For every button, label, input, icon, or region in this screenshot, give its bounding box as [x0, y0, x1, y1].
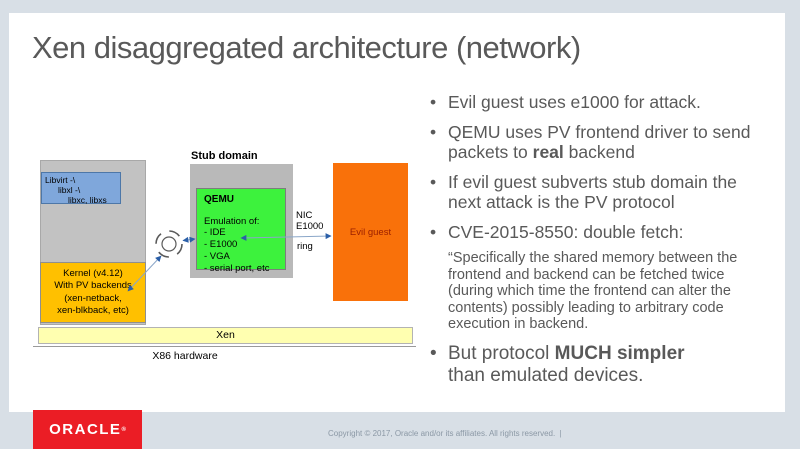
kernel-line: xen-blkback, etc) [57, 305, 129, 317]
xen-label: Xen [216, 329, 235, 341]
kernel-line: (xen-netback, [64, 292, 122, 304]
bullet-dot: • [430, 122, 437, 142]
libvirt-line: Libvirt -\ [45, 175, 76, 185]
bullet-dot: • [430, 342, 437, 364]
qemu-line: - E1000 [204, 239, 238, 251]
copyright-text: Copyright © 2017, Oracle and/or its affi… [328, 429, 562, 438]
qemu-box: QEMU Emulation of: - IDE - E1000 - VGA -… [196, 188, 286, 274]
libxc-line: libxc, libxs [68, 195, 107, 206]
qemu-line: - VGA [204, 251, 230, 263]
registered-mark: ® [121, 426, 126, 433]
cve-quote-paragraph: “Specifically the shared memory between … [448, 250, 738, 332]
nic-e1000-label: NIC E1000 [296, 210, 324, 232]
hardware-divider-line [33, 346, 416, 347]
oracle-logo: ORACLE® [33, 410, 142, 449]
kernel-box: Kernel (v4.12) With PV backends (xen-net… [40, 262, 146, 323]
xen-bar: Xen [38, 327, 413, 344]
bullet-qemu-pv-frontend: • QEMU uses PV frontend driver to send p… [430, 122, 751, 162]
bullet-cve-double-fetch: • CVE-2015-8550: double fetch: [430, 222, 684, 242]
evil-guest-box: Evil guest [333, 163, 408, 301]
bullet-dot: • [430, 92, 437, 112]
qemu-line: - IDE [204, 227, 226, 239]
x86-hardware-label: X86 hardware [152, 350, 218, 362]
kernel-line: With PV backends [54, 280, 132, 292]
kernel-line: Kernel (v4.12) [63, 268, 123, 279]
page-title: Xen disaggregated architecture (network) [32, 30, 581, 65]
qemu-title: QEMU [204, 194, 234, 205]
bullet-list: • Evil guest uses e1000 for attack. • QE… [430, 92, 784, 397]
bullet-evil-guest-attack: • Evil guest uses e1000 for attack. [430, 92, 701, 112]
libvirt-box: Libvirt -\ libxl -\ libxc, libxs [41, 172, 121, 206]
ring-label: ring [297, 241, 313, 252]
bullet-dot: • [430, 222, 437, 242]
bullet-dot: • [430, 172, 437, 192]
qemu-line: Emulation of: [204, 215, 260, 227]
libxl-line: libxl -\ [58, 185, 81, 196]
qemu-line: - serial port, etc [204, 263, 270, 274]
stub-domain-label: Stub domain [191, 150, 258, 162]
evil-guest-label: Evil guest [349, 226, 392, 238]
bullet-protocol-simpler: • But protocol MUCH simpler than emulate… [430, 342, 685, 386]
bullet-subvert-stub-domain: • If evil guest subverts stub domain the… [430, 172, 737, 212]
